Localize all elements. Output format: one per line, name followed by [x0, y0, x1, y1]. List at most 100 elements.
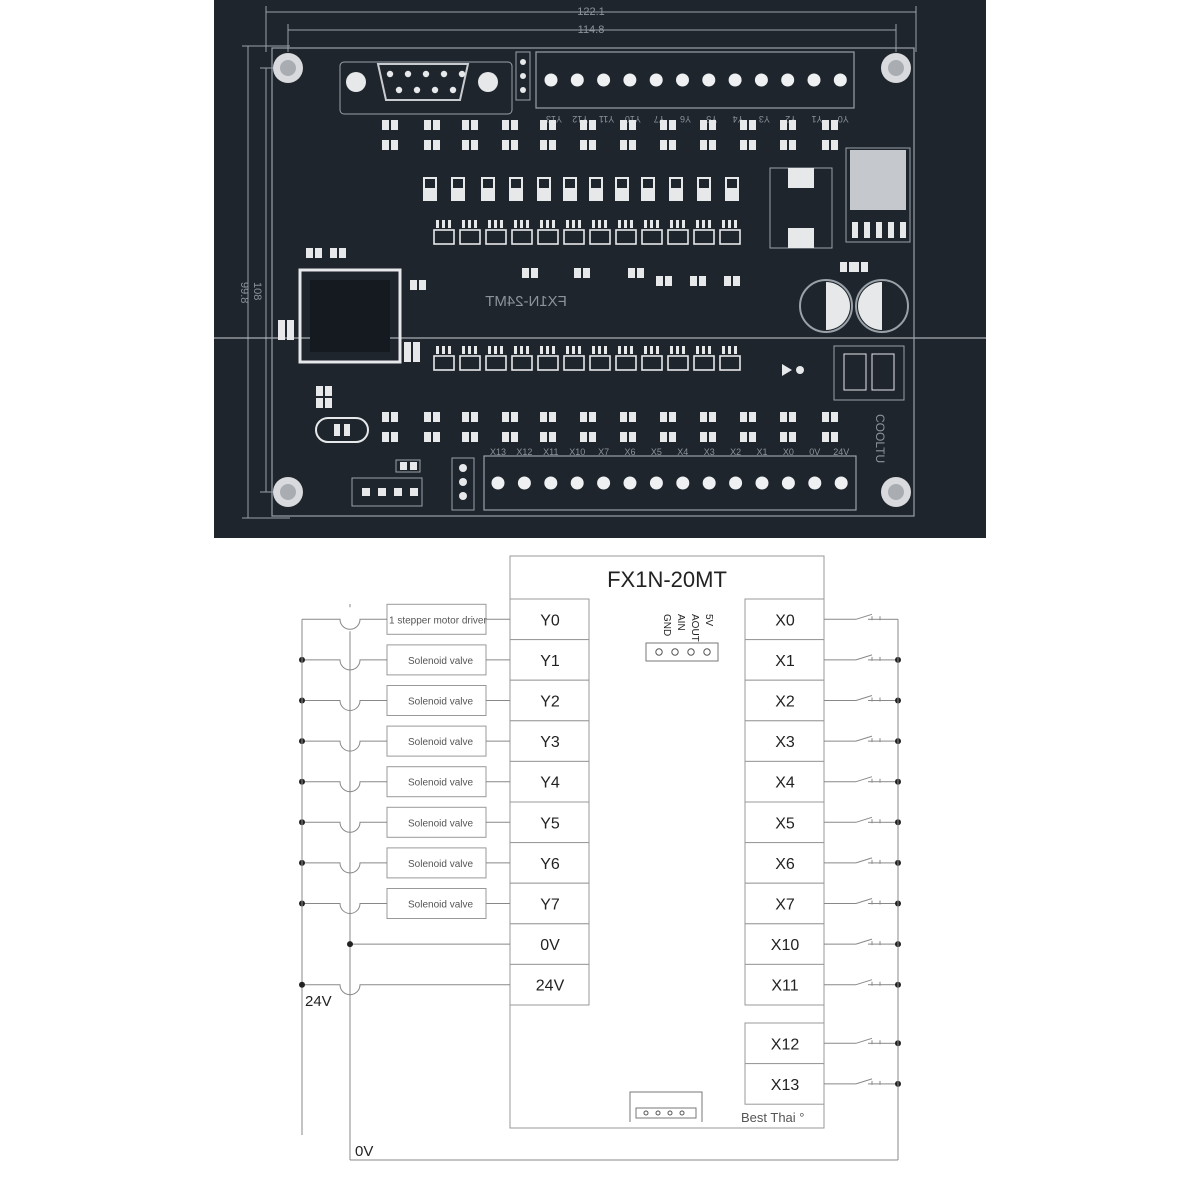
transistor-pin: [624, 220, 627, 228]
bottom-terminal-label: X11: [543, 447, 558, 457]
transistor-icon: [433, 229, 455, 245]
smd-component-icon: [740, 412, 747, 422]
smd-component-icon: [669, 120, 676, 130]
bottom-terminal-label: X6: [624, 447, 635, 457]
smd-component-icon: [424, 432, 431, 442]
smd-component-icon: [629, 432, 636, 442]
transistor-icon: [667, 355, 689, 371]
transistor-pin: [520, 220, 523, 228]
transistor-pin: [630, 220, 633, 228]
watermark: Best Thai °: [741, 1110, 805, 1125]
led-icon: [424, 188, 436, 200]
top-terminal-block: [535, 51, 855, 109]
transistor-pin: [526, 346, 529, 354]
transistor-pin: [474, 346, 477, 354]
output-pin-cell: [509, 760, 590, 803]
smd-component-icon: [424, 412, 431, 422]
smd-component-icon: [740, 432, 747, 442]
transistor-pin: [500, 346, 503, 354]
smd-component-icon: [724, 276, 731, 286]
transistor-pin: [448, 346, 451, 354]
smd-component-icon: [433, 140, 440, 150]
screw-terminal-icon: [623, 73, 637, 87]
transistor-pin: [682, 346, 685, 354]
smd-component-icon: [852, 262, 859, 272]
transistor-icon: [615, 229, 637, 245]
transistor-pin: [572, 220, 575, 228]
transistor-icon: [667, 229, 689, 245]
led-icon: [538, 188, 550, 200]
input-pin-cell: [744, 679, 825, 722]
led-icon: [452, 188, 464, 200]
smd-component-icon: [462, 432, 469, 442]
smd-component-icon: [660, 120, 667, 130]
screw-terminal-icon: [570, 73, 584, 87]
output-pin-cell: [509, 963, 590, 1006]
transistor-pin: [656, 346, 659, 354]
transistor-icon: [563, 229, 585, 245]
top-terminal-label: Y4: [733, 114, 744, 124]
smd-component-icon: [580, 432, 587, 442]
smd-component-icon: [700, 140, 707, 150]
transistor-pin: [526, 220, 529, 228]
load-box: [386, 685, 487, 716]
smd-component-icon: [831, 432, 838, 442]
top-terminal-label: Y1: [811, 114, 822, 124]
capacitor-icon: [855, 279, 909, 333]
input-pin-label: X5: [775, 815, 795, 832]
input-pin-cell: [744, 598, 825, 641]
transistor-pin: [462, 346, 465, 354]
input-pin-label: X1: [775, 653, 795, 670]
switch-contact-icon: [855, 1037, 873, 1044]
smd-component-icon: [580, 120, 587, 130]
switch-contact-icon: [855, 654, 873, 661]
top-terminal-label: Y7: [654, 114, 665, 124]
transistor-pin: [650, 346, 653, 354]
smd-component-icon: [620, 120, 627, 130]
input-pin-label: X0: [775, 612, 795, 629]
transistor-pin: [468, 346, 471, 354]
smd-component-icon: [620, 412, 627, 422]
smd-component-icon: [315, 248, 322, 258]
smd-component-icon: [789, 140, 796, 150]
supply-0v-label: 0V: [355, 1143, 373, 1160]
smd-component-icon: [822, 432, 829, 442]
transistor-pin: [682, 220, 685, 228]
screw-terminal-icon: [676, 73, 689, 87]
dimension-width-outer: 122.1: [577, 6, 605, 18]
smd-component-icon: [433, 432, 440, 442]
smd-component-icon: [287, 330, 294, 340]
smd-component-icon: [404, 342, 411, 352]
smd-component-icon: [749, 412, 756, 422]
output-pin-label: 24V: [536, 978, 565, 995]
input-pin-cell: [744, 760, 825, 803]
smd-component-icon: [382, 140, 389, 150]
led-icon: [616, 188, 628, 200]
dimension-width-inner: 114.8: [578, 24, 605, 36]
junction-dot: [347, 941, 353, 948]
smd-component-icon: [589, 120, 596, 130]
smd-component-icon: [780, 432, 787, 442]
smd-component-icon: [660, 432, 667, 442]
output-pin-label: Y6: [540, 856, 560, 873]
transistor-pin: [462, 220, 465, 228]
top-terminal-label: Y13: [546, 114, 562, 124]
transistor-pin: [708, 220, 711, 228]
transistor-pin: [436, 346, 439, 354]
transistor-pin: [618, 220, 621, 228]
junction-dot: [299, 981, 305, 988]
transistor-pin: [670, 220, 673, 228]
smd-component-icon: [316, 398, 323, 408]
transistor-pin: [566, 220, 569, 228]
transistor-pin: [578, 346, 581, 354]
smd-component-icon: [330, 248, 337, 258]
smd-component-icon: [278, 320, 285, 330]
inductor-icon: [833, 345, 905, 401]
dimension-height-inner: 99.8: [238, 282, 250, 303]
transistor-icon: [485, 229, 507, 245]
input-pin-label: X10: [771, 937, 800, 954]
db9-connector-icon: [339, 61, 513, 115]
smd-component-icon: [382, 432, 389, 442]
transistor-pin: [598, 220, 601, 228]
crystal-icon: [315, 417, 369, 443]
